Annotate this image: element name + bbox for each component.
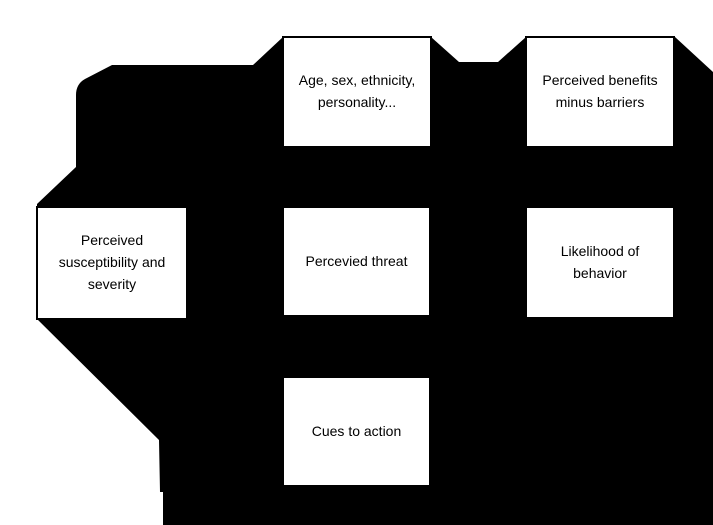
node-perceived-susceptibility: Perceived susceptibility and severity (36, 206, 188, 320)
node-likelihood-of-behavior-label: Likelihood of behavior (560, 242, 640, 281)
node-likelihood-of-behavior: Likelihood of behavior (525, 206, 675, 319)
node-perceived-threat-label: Percevied threat (305, 252, 408, 269)
node-perceived-susceptibility-label: Perceived susceptibility and severity (58, 232, 166, 292)
node-cues-to-action-label: Cues to action (311, 422, 402, 439)
node-perceived-threat: Percevied threat (282, 206, 431, 317)
node-demographics-label: Age, sex, ethnicity, personality... (298, 72, 416, 110)
node-perceived-benefits-label: Perceived benefits minus barriers (542, 72, 658, 110)
node-demographics: Age, sex, ethnicity, personality... (282, 36, 432, 148)
node-cues-to-action: Cues to action (282, 376, 431, 487)
node-perceived-benefits: Perceived benefits minus barriers (525, 36, 675, 148)
